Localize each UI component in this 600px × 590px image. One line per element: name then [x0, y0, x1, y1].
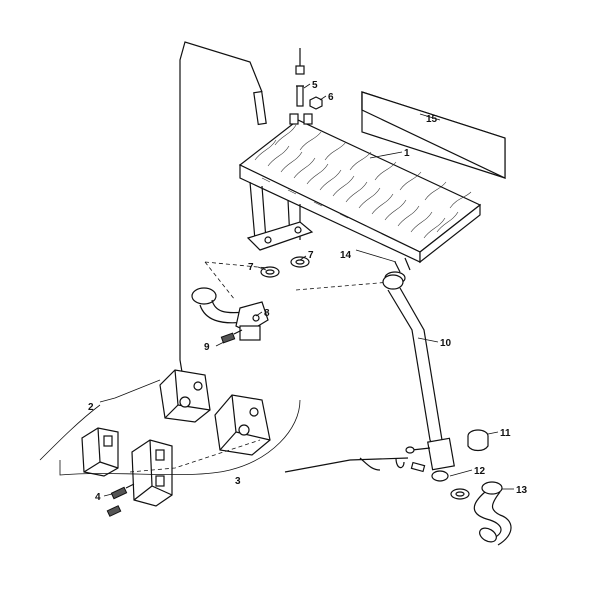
- callout-labels: 1 2 3 4 5 6 7 7 8 9 10 11 12 13 14 15: [88, 80, 528, 503]
- callout-2: 2: [88, 402, 94, 413]
- callout-1: 1: [404, 148, 410, 159]
- part-7-washer-left: [260, 266, 280, 278]
- part-7-washer-right: [290, 256, 310, 268]
- lead-wire: [284, 457, 409, 473]
- part-12-washer: [431, 470, 470, 500]
- leader-lines: [103, 83, 514, 497]
- part-2-block: [159, 369, 211, 423]
- part-8-elbow-pipe: [191, 287, 269, 341]
- capillary-wire: [179, 41, 263, 391]
- part-2-bracket: [81, 427, 119, 477]
- callout-13: 13: [516, 485, 528, 496]
- callout-5: 5: [312, 80, 318, 91]
- part-3-bracket: [131, 439, 173, 507]
- callout-15: 15: [426, 114, 438, 125]
- group-brace-3: [59, 399, 301, 476]
- part-10-riser-pipe: [382, 274, 455, 471]
- part-5-sensor: [295, 48, 305, 107]
- callout-7a: 7: [248, 262, 254, 273]
- group-brace-2: [39, 379, 161, 461]
- callout-10: 10: [440, 338, 452, 349]
- sensor-probe: [253, 90, 267, 126]
- part-3-block: [214, 394, 271, 456]
- part-6-nut: [309, 96, 323, 110]
- callout-14: 14: [340, 250, 352, 261]
- part-4-screws: [106, 483, 135, 517]
- part-11-cap: [467, 429, 489, 452]
- part-9-screw: [220, 329, 243, 344]
- small-fittings: [395, 457, 426, 473]
- part-15-strip: [361, 91, 506, 179]
- callout-12: 12: [474, 466, 486, 477]
- callout-3: 3: [235, 476, 241, 487]
- callout-7b: 7: [308, 250, 314, 261]
- callout-9: 9: [204, 342, 210, 353]
- callout-4: 4: [95, 492, 101, 503]
- part-1-heat-exchanger: [238, 113, 482, 285]
- callout-6: 6: [328, 92, 334, 103]
- callout-8: 8: [264, 308, 270, 319]
- callout-11: 11: [500, 428, 511, 439]
- part-13-s-pipe: [473, 481, 512, 546]
